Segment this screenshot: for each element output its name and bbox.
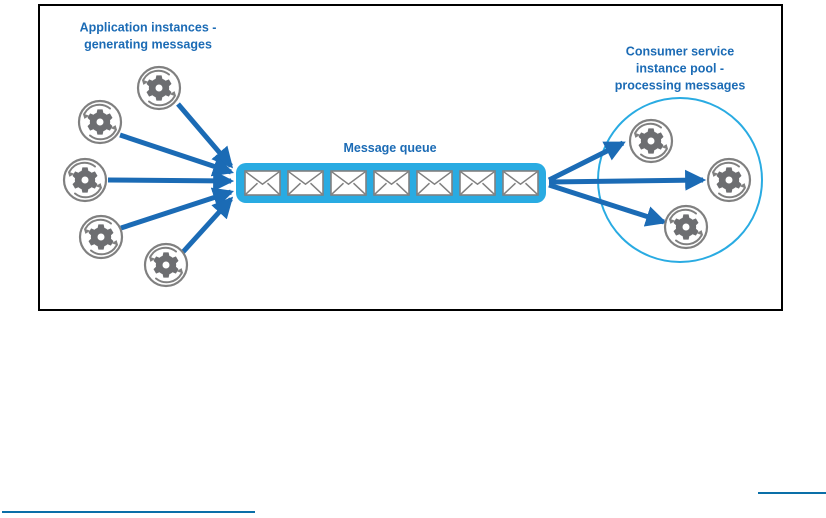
- envelope-icon: [416, 170, 453, 196]
- producers-label-line2: generating messages: [84, 37, 212, 51]
- envelope-icon: [244, 170, 281, 196]
- arrow-consumer-3: [548, 182, 667, 227]
- message-queue[interactable]: [236, 163, 546, 203]
- queue-messages: [244, 170, 539, 196]
- envelope-icon: [287, 170, 324, 196]
- arrow-producer-3: [107, 170, 235, 192]
- consumers-label-line2: instance pool -: [636, 61, 724, 75]
- envelope-icon: [330, 170, 367, 196]
- envelope-icon: [373, 170, 410, 196]
- outbound-arrows: [547, 140, 707, 227]
- arrow-producer-1: [176, 102, 234, 169]
- consumers-label-line1: Consumer service: [626, 44, 734, 58]
- producers-label-line1: Application instances -: [80, 20, 217, 34]
- inbound-arrows: [107, 102, 235, 254]
- envelope-icon: [502, 170, 539, 196]
- arrow-producer-5: [181, 196, 234, 254]
- arrow-producer-2: [119, 132, 234, 177]
- arrow-consumer-2: [548, 169, 707, 191]
- footer-rule-left[interactable]: [2, 511, 255, 513]
- queue-label: Message queue: [343, 141, 436, 155]
- envelope-icon: [459, 170, 496, 196]
- footer-rule-right[interactable]: [758, 492, 826, 494]
- consumers-label-line3: processing messages: [615, 78, 746, 92]
- arrow-consumer-1: [547, 140, 626, 183]
